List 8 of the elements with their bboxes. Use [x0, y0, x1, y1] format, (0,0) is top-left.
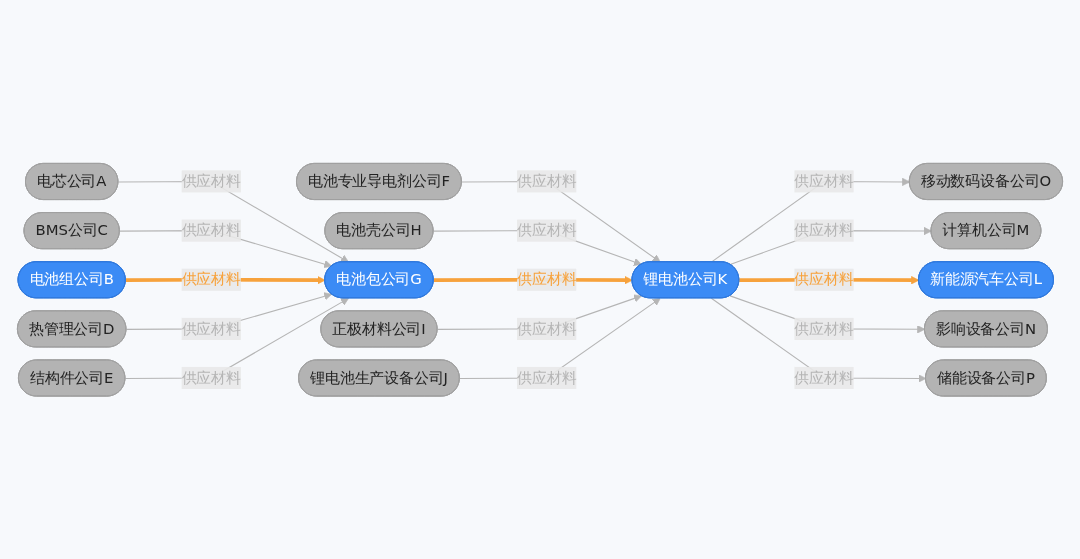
edge-label: 供应材料	[517, 270, 577, 288]
edge-label: 供应材料	[794, 270, 854, 288]
edge-label: 供应材料	[181, 270, 241, 288]
arrow	[459, 297, 661, 379]
arrow	[461, 180, 661, 263]
arrow	[124, 297, 349, 379]
arrow	[117, 180, 349, 263]
arrow	[710, 177, 911, 263]
